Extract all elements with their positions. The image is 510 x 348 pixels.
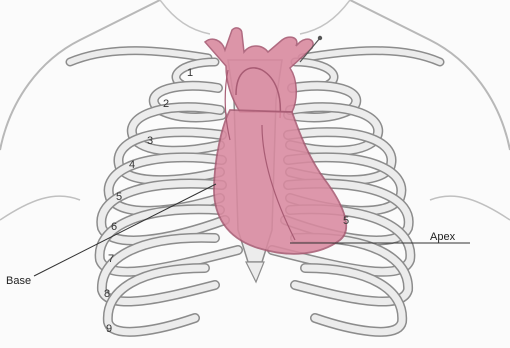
rib-label-1: 1 [187, 67, 193, 79]
right-clavicle-fill [302, 51, 440, 62]
right-rib-label-5: 5 [343, 215, 349, 227]
rib-label-6: 6 [111, 221, 117, 233]
rib-label-4: 4 [129, 159, 135, 171]
vessel-branch-dot [318, 36, 322, 40]
rib-label-5: 5 [116, 191, 122, 203]
rib-label-9: 9 [106, 323, 112, 335]
heart [205, 28, 346, 254]
axilla-right [430, 196, 510, 220]
neck-outline [160, 0, 350, 34]
xiphoid-process [246, 262, 264, 282]
left-clavicle-fill [70, 51, 208, 62]
rib-label-3: 3 [147, 135, 153, 147]
axilla-left [0, 196, 80, 220]
rib-label-8: 8 [104, 288, 110, 300]
rib-label-2: 2 [163, 98, 169, 110]
apex-label: Apex [430, 231, 456, 243]
base-label: Base [6, 275, 31, 287]
great-vessels [205, 28, 313, 112]
rib-label-7: 7 [108, 253, 114, 265]
